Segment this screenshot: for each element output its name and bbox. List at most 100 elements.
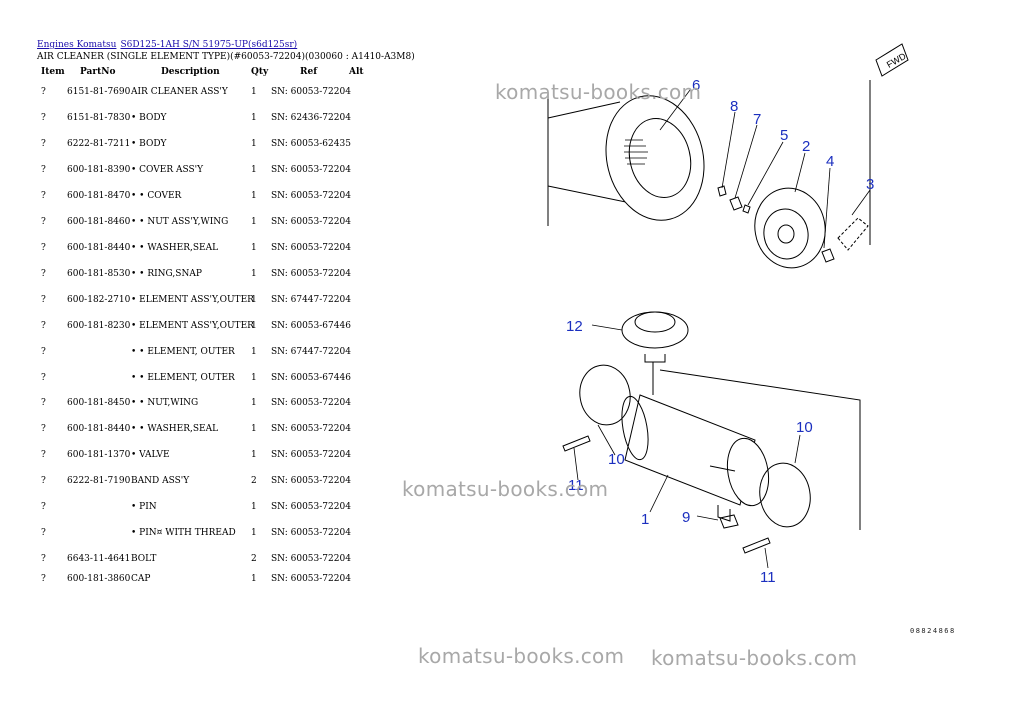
callout-11-lower: 11 (760, 569, 776, 586)
cell-item: ? (41, 87, 46, 97)
breadcrumb-link-model[interactable]: S6D125-1AH S/N 51975-UP(s6d125sr) (120, 40, 298, 50)
cell-ref: SN: 60053-67446 (271, 373, 351, 383)
valve-part (837, 217, 869, 251)
cell-ref: SN: 60053-67446 (271, 321, 351, 331)
cell-description: • • ELEMENT, OUTER (131, 347, 235, 357)
drawing-code: 08824868 (910, 627, 956, 635)
cell-qty: 1 (251, 373, 257, 383)
cell-partno: 600-181-8390 (67, 165, 131, 175)
fwd-arrow-box (875, 43, 909, 77)
cell-item: ? (41, 398, 46, 408)
cell-partno: 6151-81-7830 (67, 113, 131, 123)
seal-washer (742, 204, 751, 214)
watermark: komatsu-books.com (651, 646, 858, 670)
col-qty: Qty (251, 67, 269, 77)
cell-item: ? (41, 243, 46, 253)
cell-description: • VALVE (131, 450, 170, 460)
cell-item: ? (41, 554, 46, 564)
callout-2: 2 (802, 138, 810, 155)
callout-7: 7 (753, 111, 761, 128)
bolt-lower (742, 537, 771, 554)
cell-item: ? (41, 476, 46, 486)
col-item: Item (41, 67, 65, 77)
cell-item: ? (41, 321, 46, 331)
cell-qty: 1 (251, 243, 257, 253)
cell-description: • • WASHER,SEAL (131, 243, 219, 253)
cell-description: BAND ASS'Y (131, 476, 190, 486)
cell-item: ? (41, 373, 46, 383)
callout-8: 8 (730, 98, 738, 115)
leader-lines (573, 89, 871, 569)
cell-qty: 1 (251, 295, 257, 305)
cell-ref: SN: 67447-72204 (271, 295, 351, 305)
cell-item: ? (41, 295, 46, 305)
cell-item: ? (41, 424, 46, 434)
wing-nut (729, 196, 743, 211)
cell-description: • PIN (131, 502, 157, 512)
cell-description: AIR CLEANER ASS'Y (131, 87, 228, 97)
cell-item: ? (41, 269, 46, 279)
cell-qty: 1 (251, 217, 257, 227)
air-cleaner-body (621, 394, 770, 522)
cell-description: • BODY (131, 113, 167, 123)
cell-qty: 1 (251, 347, 257, 357)
callout-11-upper: 11 (568, 477, 584, 494)
cell-item: ? (41, 113, 46, 123)
cell-ref: SN: 60053-72204 (271, 269, 351, 279)
cell-ref: SN: 60053-72204 (271, 554, 351, 564)
cell-partno: 600-181-8460 (67, 217, 131, 227)
cell-item: ? (41, 347, 46, 357)
watermark: komatsu-books.com (495, 80, 702, 104)
cell-ref: SN: 60053-72204 (271, 574, 351, 584)
cell-partno: 6222-81-7190 (67, 476, 131, 486)
frame-line (659, 369, 861, 530)
watermark: komatsu-books.com (402, 477, 609, 501)
cell-partno: 600-181-8230 (67, 321, 131, 331)
cell-partno: 600-182-2710 (67, 295, 131, 305)
cell-item: ? (41, 165, 46, 175)
cell-qty: 1 (251, 574, 257, 584)
cell-ref: SN: 60053-72204 (271, 528, 351, 538)
cell-item: ? (41, 502, 46, 512)
cell-description: • • RING,SNAP (131, 269, 202, 279)
cell-ref: SN: 60053-72204 (271, 87, 351, 97)
callout-12: 12 (566, 318, 583, 335)
col-alt: Alt (349, 67, 364, 77)
cell-item: ? (41, 191, 46, 201)
cell-partno: 600-181-8470 (67, 191, 131, 201)
band-left (579, 364, 631, 426)
cell-qty: 1 (251, 113, 257, 123)
cell-partno: 6151-81-7690 (67, 87, 131, 97)
cell-ref: SN: 60053-72204 (271, 191, 351, 201)
cell-ref: SN: 60053-72204 (271, 450, 351, 460)
cover (754, 187, 826, 269)
cell-description: • • NUT ASS'Y,WING (131, 217, 229, 227)
cell-qty: 1 (251, 139, 257, 149)
callout-10-right: 10 (796, 419, 813, 436)
cell-description: CAP (131, 574, 151, 584)
cell-partno: 600-181-8530 (67, 269, 131, 279)
cell-item: ? (41, 139, 46, 149)
cell-qty: 1 (251, 269, 257, 279)
cell-qty: 2 (251, 476, 257, 486)
cell-description: BOLT (131, 554, 157, 564)
cell-qty: 1 (251, 87, 257, 97)
cell-description: • ELEMENT ASS'Y,OUTER (131, 321, 254, 331)
cell-qty: 1 (251, 321, 257, 331)
cell-description: • PIN¤ WITH THREAD (131, 528, 236, 538)
cap (621, 311, 689, 395)
callout-9: 9 (682, 509, 690, 526)
cell-qty: 1 (251, 450, 257, 460)
outer-element-cylinder (547, 95, 705, 221)
cell-partno: 600-181-3860 (67, 574, 131, 584)
col-description: Description (161, 67, 220, 77)
cell-ref: SN: 60053-72204 (271, 476, 351, 486)
wing-nut-2 (821, 248, 835, 263)
cell-qty: 1 (251, 165, 257, 175)
cell-qty: 2 (251, 554, 257, 564)
breadcrumb-link-engines[interactable]: Engines Komatsu (37, 40, 117, 50)
cell-qty: 1 (251, 398, 257, 408)
valve (719, 514, 739, 529)
